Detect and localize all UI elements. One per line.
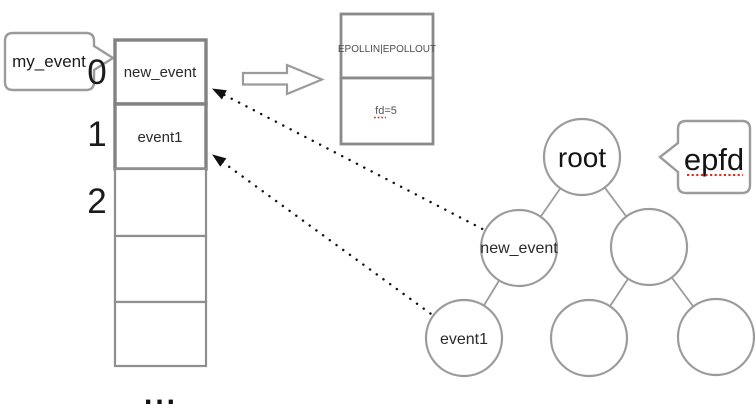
tree-node-root-label: root — [558, 142, 606, 173]
array-index-2: 2 — [87, 182, 106, 221]
array-cell-3 — [113, 234, 208, 304]
tree-node-right-child — [609, 207, 689, 287]
array-cell-1 — [113, 102, 208, 171]
events-array: 0 1 2 new_event event1 ... — [87, 38, 208, 411]
array-cell-1-label: event1 — [137, 129, 182, 146]
epoll-event-struct-box: EPOLLIN|EPOLLOUT fd=5 — [338, 12, 436, 146]
struct-fd-field-box — [339, 76, 435, 146]
tree-node-mid-grandchild — [549, 298, 629, 378]
struct-fd-value: fd=5 — [375, 105, 397, 117]
struct-events-field-box — [339, 12, 435, 80]
dotted-arrow-event1-to-cell1 — [211, 153, 466, 340]
tree-node-right-grandchild — [676, 297, 756, 377]
array-index-1: 1 — [87, 115, 106, 154]
tree-node-root — [542, 117, 622, 197]
tree-node-event1 — [424, 298, 504, 378]
block-arrow-right-icon — [241, 63, 325, 96]
array-cell-0 — [113, 38, 208, 106]
tree-node-newevent — [479, 208, 559, 288]
my-event-bubble-label: my_event — [12, 52, 86, 71]
struct-events-value: EPOLLIN|EPOLLOUT — [338, 44, 436, 55]
epfd-bubble-label: epfd — [684, 142, 744, 177]
epfd-speech-bubble — [658, 119, 752, 195]
rbtree: root new_event event1 — [424, 117, 756, 378]
array-cell-0-label: new_event — [124, 64, 197, 81]
dotted-arrow-newevent-to-cell0 — [211, 87, 521, 250]
array-ellipsis: ... — [144, 378, 178, 411]
array-cell-2 — [113, 167, 208, 238]
tree-node-event1-label: event1 — [440, 331, 488, 348]
array-cell-4 — [113, 300, 208, 368]
my-event-speech-bubble — [3, 31, 116, 92]
tree-node-newevent-label: new_event — [480, 240, 558, 257]
array-index-0: 0 — [87, 53, 106, 92]
